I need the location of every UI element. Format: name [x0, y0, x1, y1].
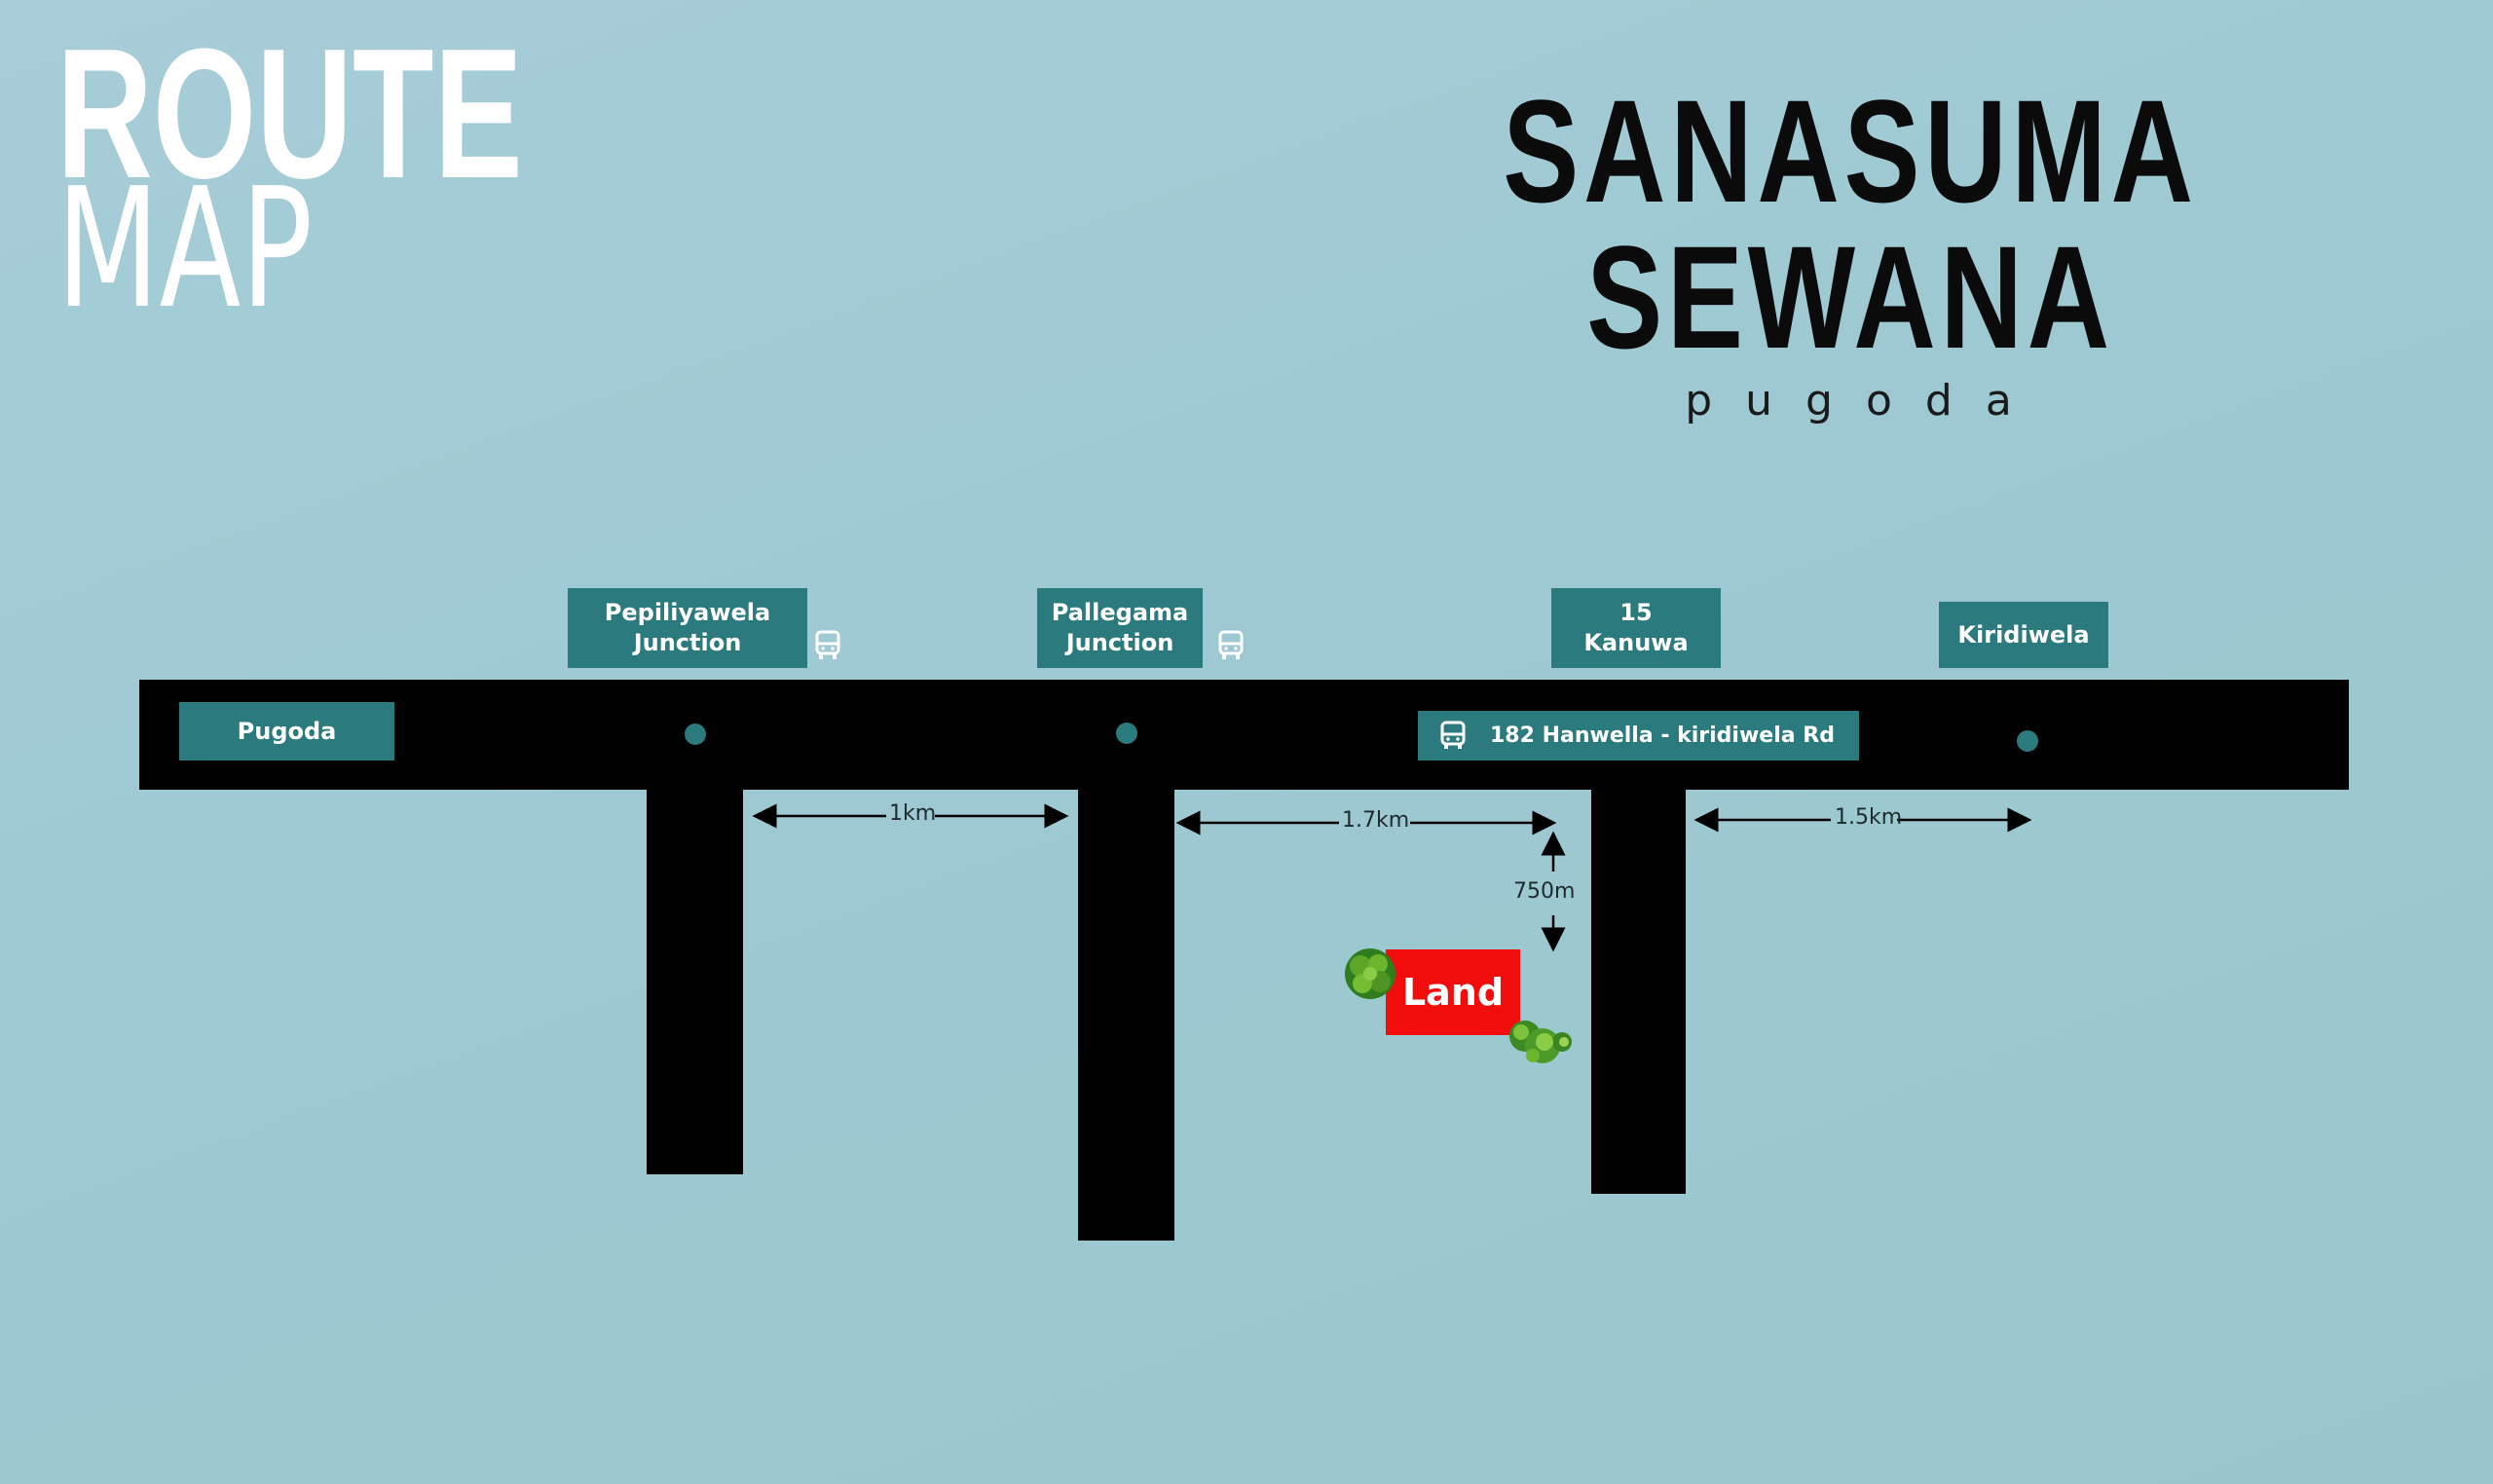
place-label-kanuwa-line1: 15 [1619, 599, 1653, 626]
route-label-182-text: 182 Hanwella - kiridiwela Rd [1490, 723, 1835, 748]
place-label-pallegama: Pallegama Junction [1037, 588, 1203, 668]
route-map-title: ROUTE MAP [56, 21, 704, 332]
main-road [139, 680, 2349, 790]
place-label-pepiliyawela: Pepiliyawela Junction [568, 588, 807, 668]
tree-icon [1509, 1020, 1572, 1063]
branch-road-pallegama [1078, 784, 1174, 1241]
place-label-pepiliyawela-line1: Pepiliyawela [604, 599, 771, 626]
place-label-kanuwa-line2: Kanuwa [1583, 629, 1689, 656]
place-label-pepiliyawela-line2: Junction [633, 629, 742, 656]
tree-icon [1345, 948, 1395, 999]
distance-label-1km: 1km [889, 801, 937, 826]
junction-dot-pallegama [1116, 723, 1137, 744]
bus-icon [815, 630, 840, 659]
bus-icon [1218, 630, 1244, 659]
branch-road-kanuwa [1591, 784, 1686, 1194]
place-label-pugoda-text: Pugoda [237, 717, 337, 745]
place-label-kanuwa: 15 Kanuwa [1551, 588, 1721, 668]
land-label: Land [1401, 971, 1505, 1014]
branch-road-pepiliyawela [647, 784, 743, 1174]
place-label-pallegama-line2: Junction [1065, 629, 1174, 656]
land-marker: Land [1386, 949, 1520, 1035]
brand-name: SANASUMA SEWANA [1503, 69, 2198, 379]
junction-dot-pepiliyawela [685, 723, 706, 745]
brand-block: SANASUMA SEWANA pugoda [1344, 78, 2357, 426]
distance-label-1-5km: 1.5km [1835, 805, 1903, 830]
place-label-kiridiwela: Kiridiwela [1939, 602, 2108, 668]
place-label-pugoda: Pugoda [179, 702, 394, 761]
route-label-182: 182 Hanwella - kiridiwela Rd [1418, 711, 1859, 761]
distance-label-750m: 750m [1513, 879, 1576, 904]
place-label-pallegama-line1: Pallegama [1051, 599, 1189, 626]
distance-label-1-7km: 1.7km [1342, 808, 1410, 833]
route-title-line2: MAP [56, 153, 314, 346]
place-label-kiridiwela-text: Kiridiwela [1957, 620, 2090, 649]
bus-icon [1440, 721, 1466, 749]
junction-dot-kiridiwela [2017, 730, 2038, 752]
brand-subtitle: pugoda [1685, 376, 2045, 426]
